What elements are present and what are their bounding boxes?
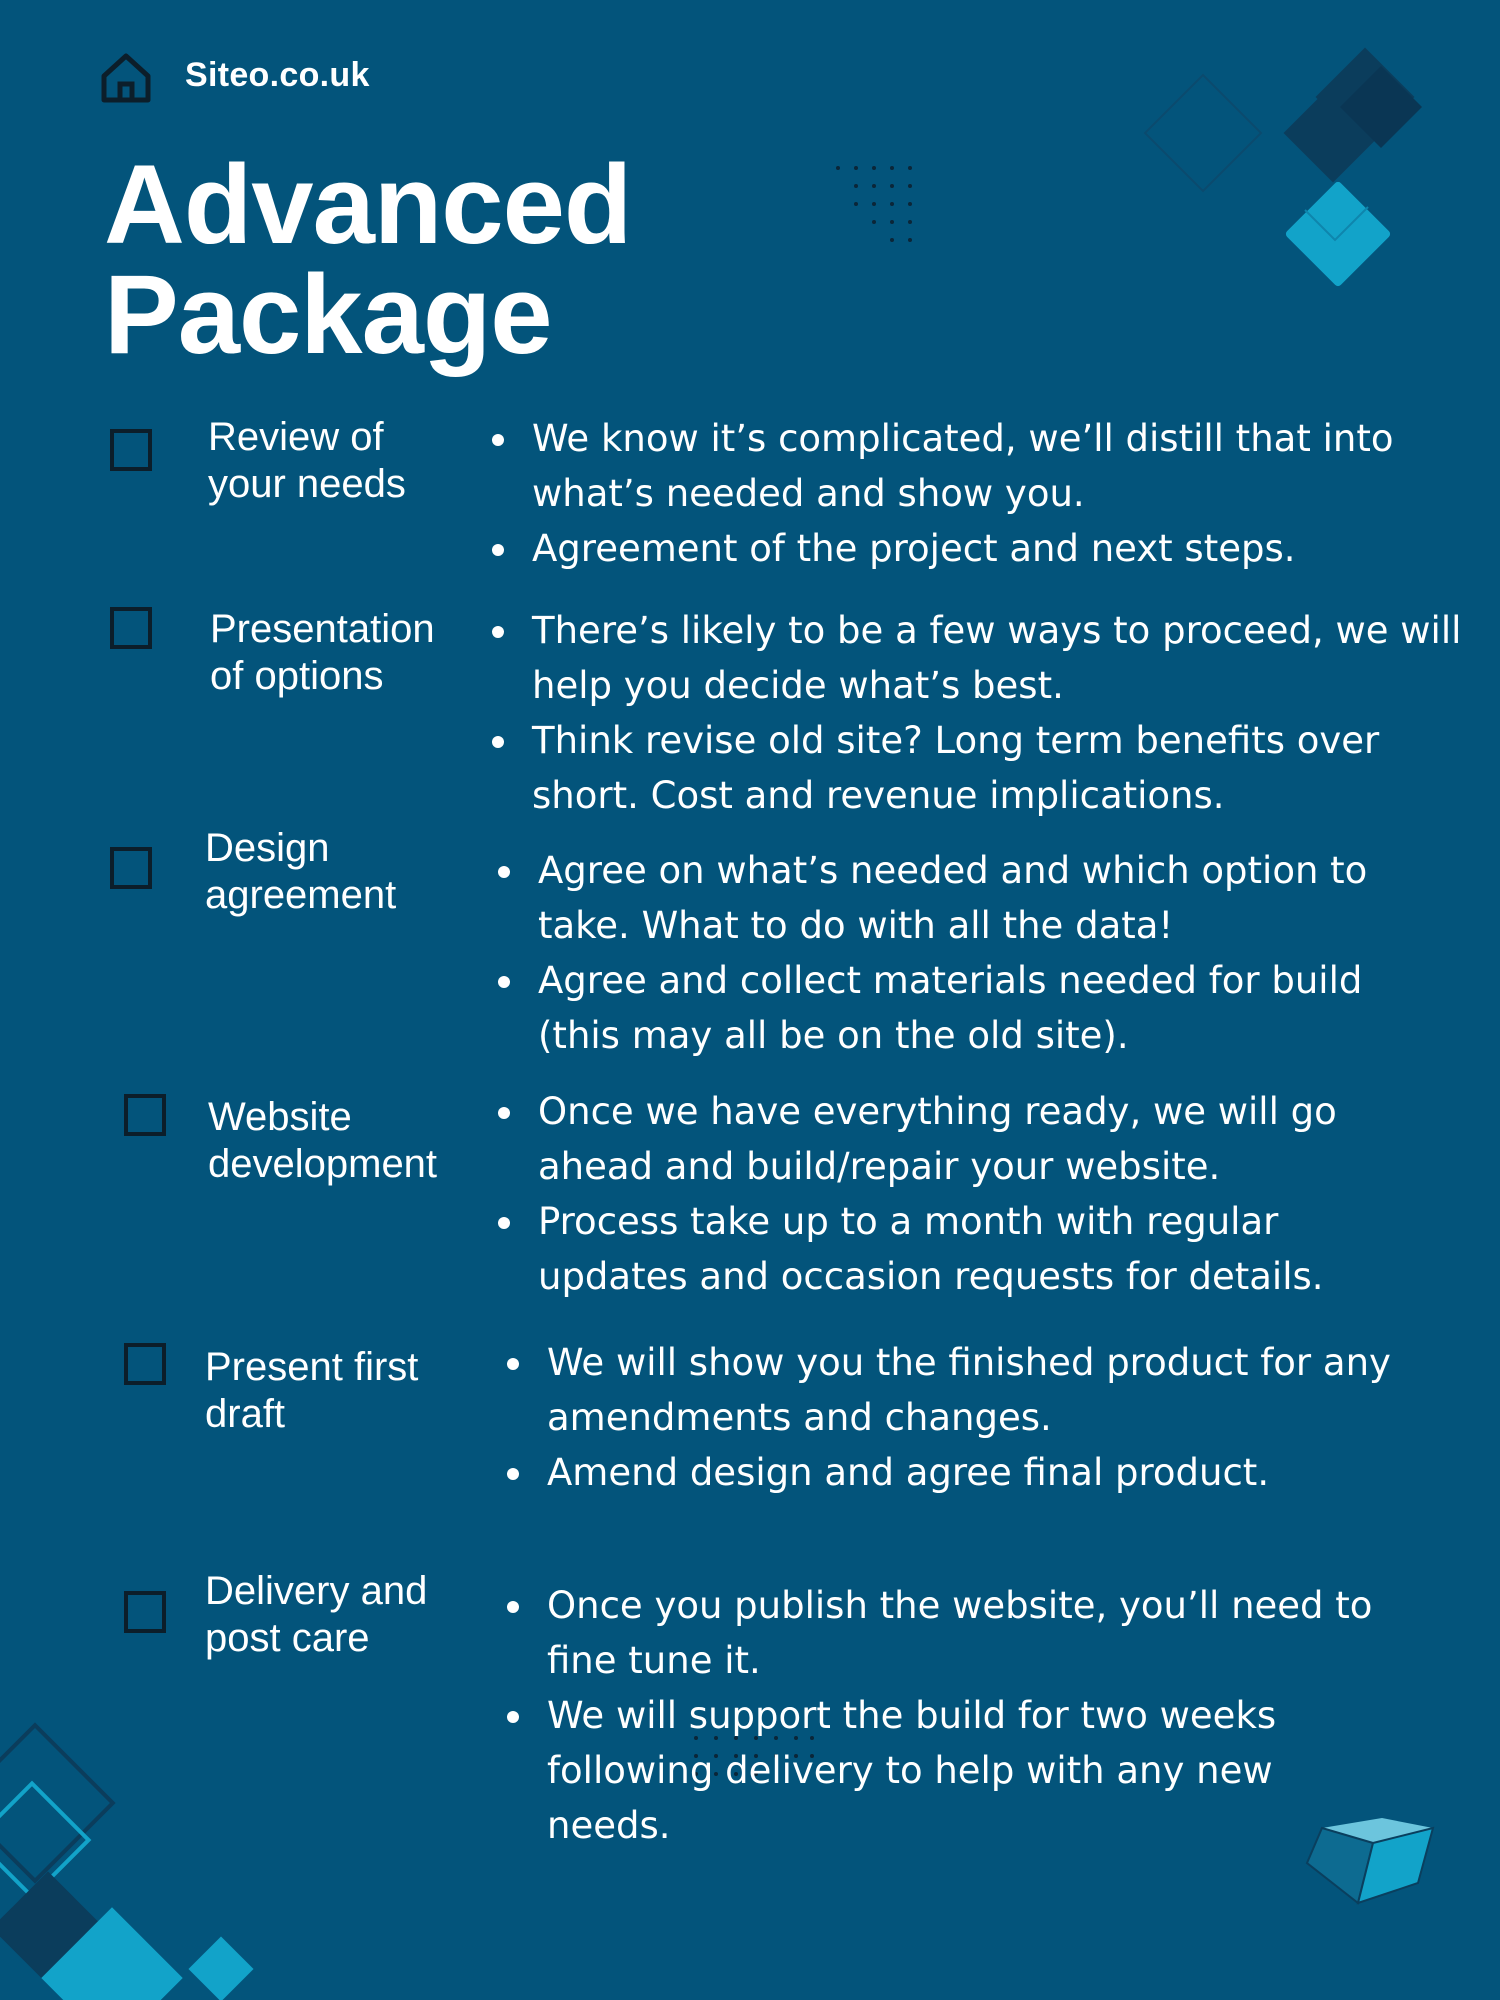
checkbox-first-draft[interactable] [124,1343,166,1385]
list-item: We will show you the finished product fo… [507,1335,1427,1445]
page-title: Advanced Package [104,149,632,371]
list-item: Agree and collect materials needed for b… [498,953,1398,1063]
title-line-1: Advanced [104,142,632,267]
step-bullets-delivery: Once you publish the website, you’ll nee… [507,1578,1387,1853]
step-bullets-presentation: There’s likely to be a few ways to proce… [492,603,1472,823]
home-icon [101,53,151,103]
list-item: Once we have everything ready, we will g… [498,1084,1398,1194]
step-bullets-design: Agree on what’s needed and which option … [498,843,1398,1063]
checkbox-development[interactable] [124,1094,166,1136]
site-name: Siteo.co.uk [185,56,370,94]
step-title-presentation: Presentation of options [210,607,435,698]
list-item: Process take up to a month with regular … [498,1194,1398,1304]
step-title-first-draft: Present first draft [205,1345,419,1436]
step-bullets-review: We know it’s complicated, we’ll distill … [492,411,1412,576]
list-item: Agree on what’s needed and which option … [498,843,1398,953]
step-bullets-development: Once we have everything ready, we will g… [498,1084,1398,1304]
list-item: We know it’s complicated, we’ll distill … [492,411,1412,521]
list-item: Amend design and agree final product. [507,1445,1427,1500]
checkbox-presentation[interactable] [110,607,152,649]
checkbox-review[interactable] [110,429,152,471]
checkbox-design[interactable] [110,847,152,889]
title-line-2: Package [104,252,553,377]
step-title-delivery: Delivery and post care [205,1569,428,1660]
list-item: We will support the build for two weeks … [507,1688,1387,1853]
dot-grid-bottom [694,1736,814,1776]
top-right-diamonds [1143,47,1423,287]
bottom-left-diamonds [0,1722,254,2000]
bottom-right-cube [1305,1818,1435,1905]
step-title-design: Design agreement [205,826,397,917]
checkbox-delivery[interactable] [124,1591,166,1633]
step-bullets-first-draft: We will show you the finished product fo… [507,1335,1427,1500]
list-item: Agreement of the project and next steps. [492,521,1412,576]
list-item: There’s likely to be a few ways to proce… [492,603,1472,713]
list-item: Think revise old site? Long term benefit… [492,713,1472,823]
step-title-development: Website development [208,1095,438,1186]
list-item: Once you publish the website, you’ll nee… [507,1578,1387,1688]
dot-grid-top [836,166,912,242]
step-title-review: Review of your needs [208,415,406,506]
